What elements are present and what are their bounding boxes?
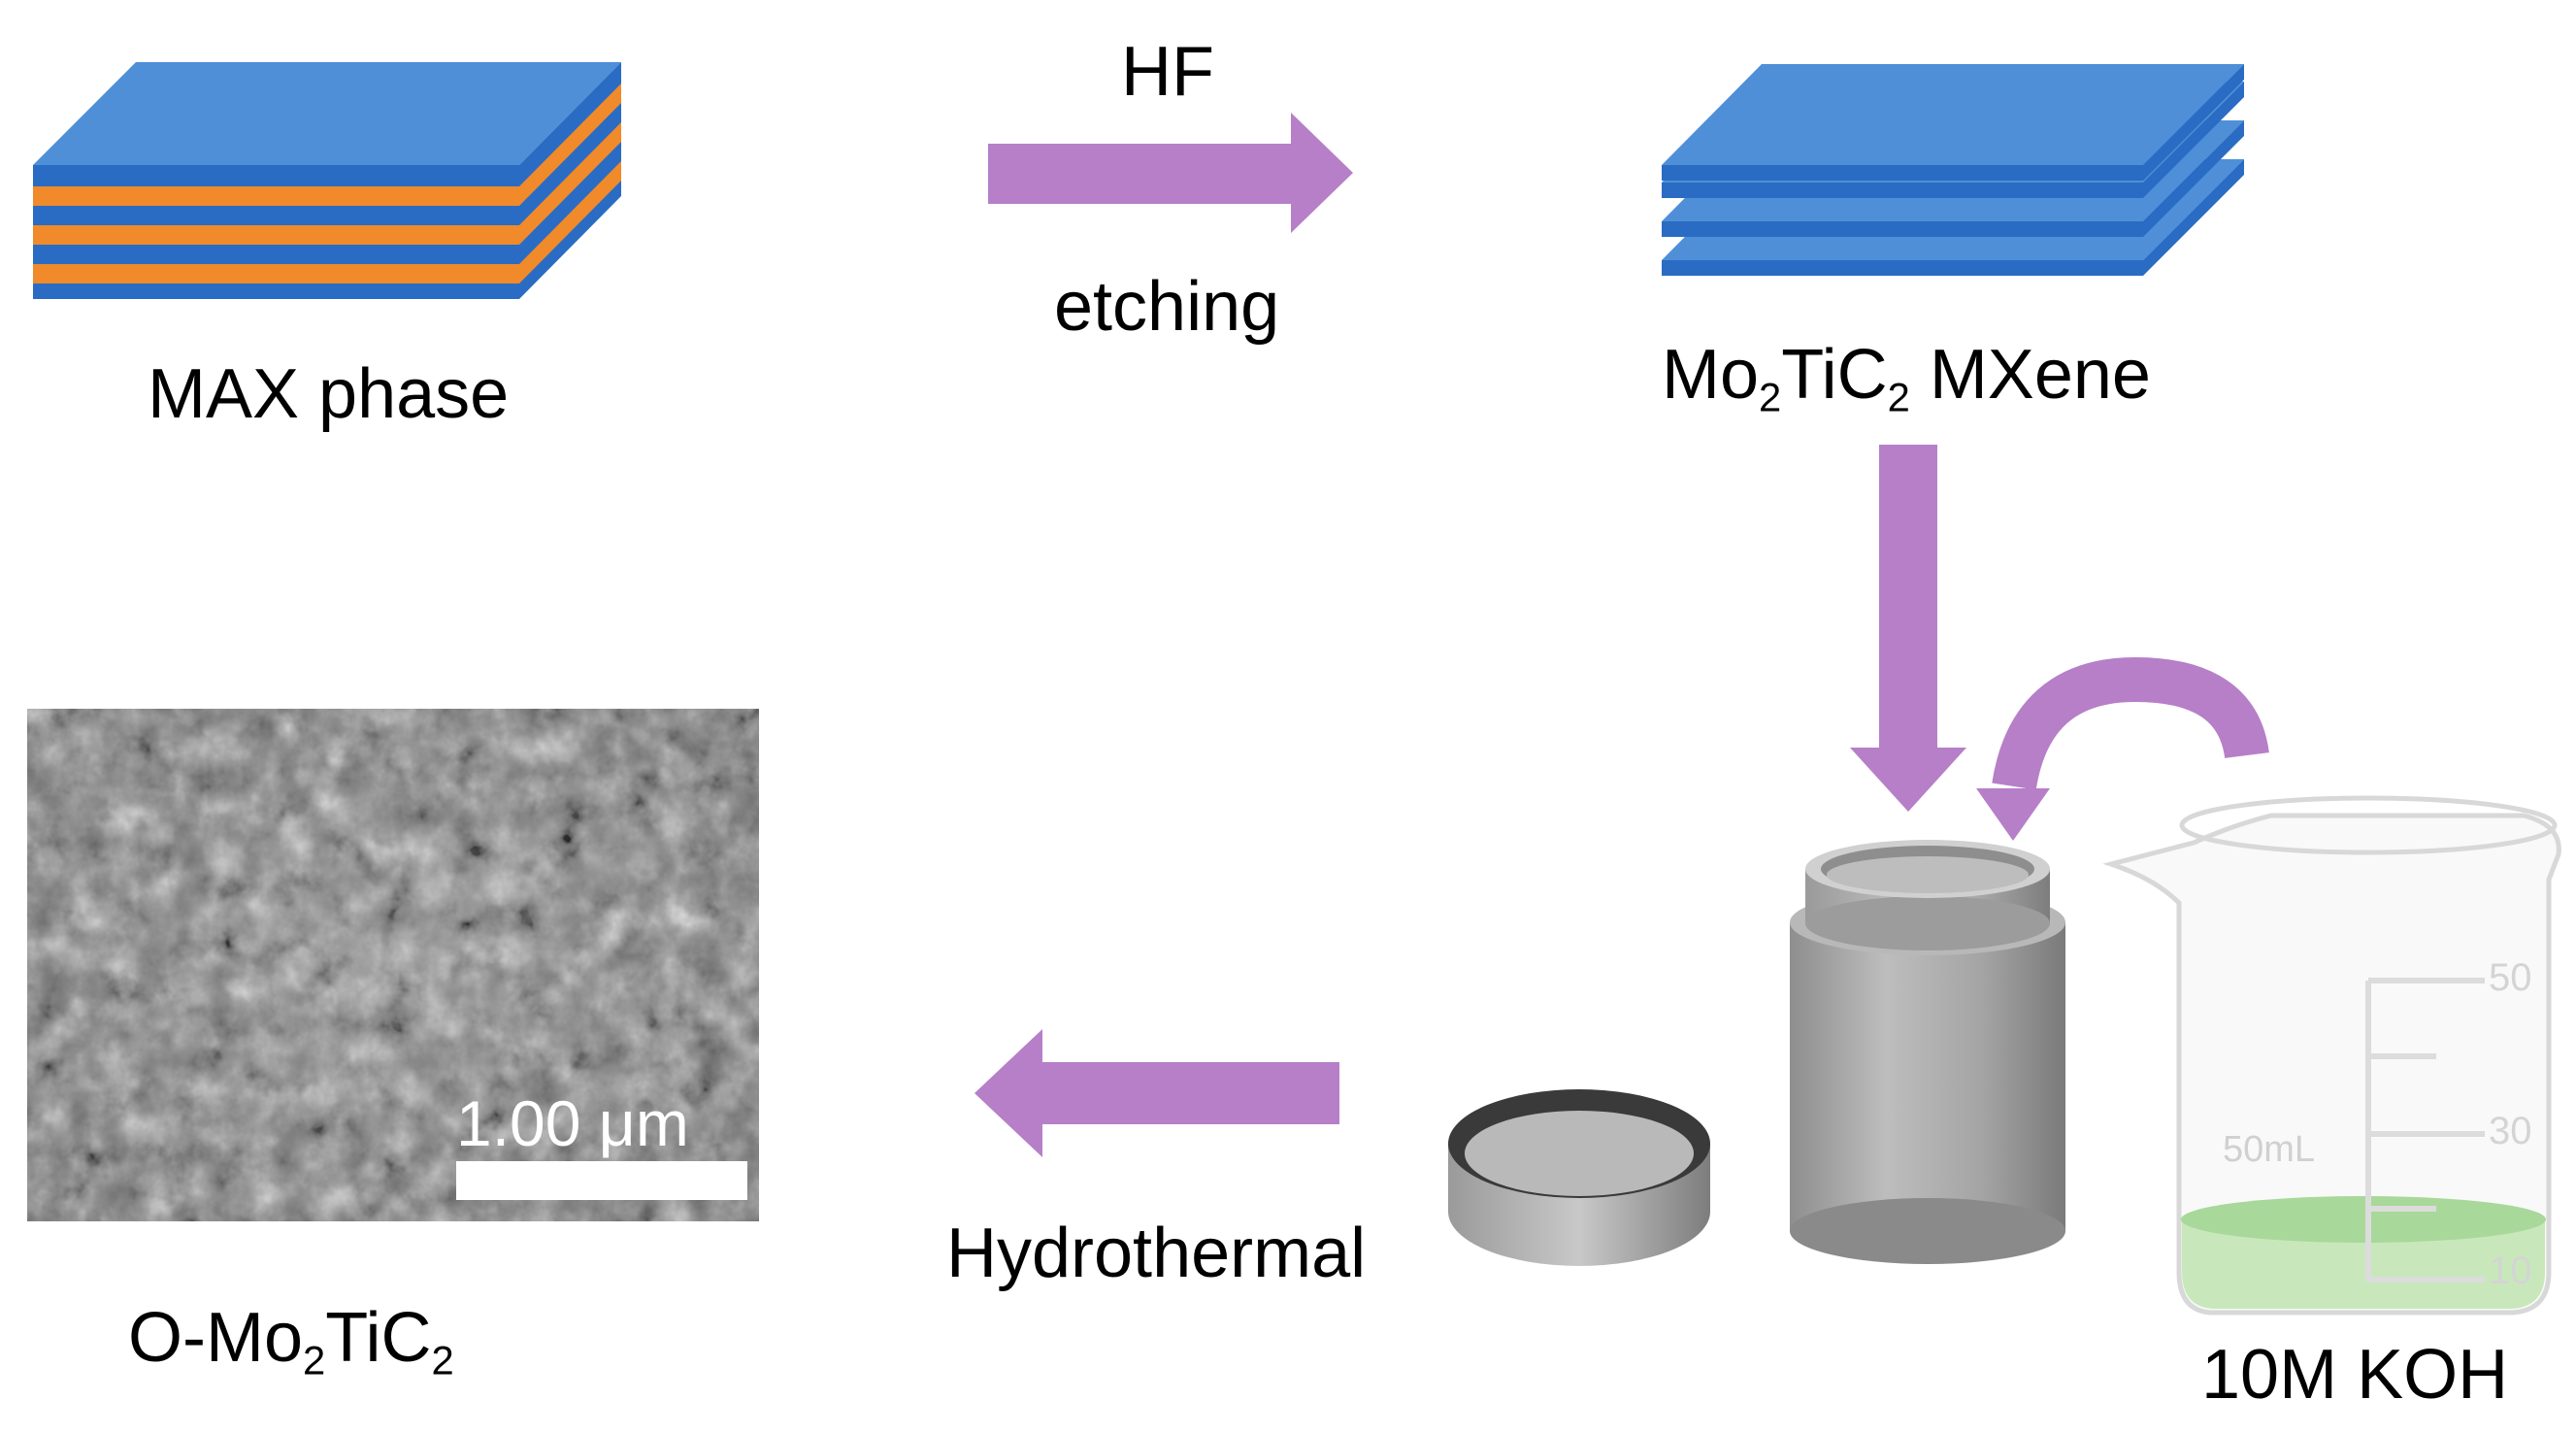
sem-scale-bar xyxy=(456,1161,747,1200)
hf-text: HF xyxy=(1121,33,1214,111)
curved-arrow xyxy=(1976,656,2269,841)
mxene-suffix: MXene xyxy=(1909,336,2151,414)
autoclave-liner xyxy=(1790,840,2065,1264)
sem-scale-label: 1.00 μm xyxy=(456,1087,689,1159)
beaker-tick-30: 30 xyxy=(2489,1110,2532,1152)
mxene-mo: Mo xyxy=(1662,336,1760,414)
etching-label: etching xyxy=(1054,272,1279,342)
hf-label: HF xyxy=(1121,37,1214,107)
mxene-sub-2: 2 xyxy=(1887,374,1910,420)
product-prefix: O-Mo xyxy=(128,1299,303,1377)
max-phase-text: MAX phase xyxy=(148,355,510,433)
etching-text: etching xyxy=(1054,268,1280,346)
etching-arrow xyxy=(988,113,1353,233)
product-label: O-Mo2TiC2 xyxy=(128,1303,454,1381)
mxene-label: Mo2TiC2 MXene xyxy=(1662,340,2151,417)
max-phase-stack xyxy=(33,62,621,299)
mxene-stack xyxy=(1662,64,2244,276)
hydrothermal-label: Hydrothermal xyxy=(946,1218,1366,1288)
beaker-tick-50: 50 xyxy=(2489,956,2532,999)
product-sub-1: 2 xyxy=(303,1337,326,1383)
beaker: 50 30 10 50mL xyxy=(2102,795,2561,1316)
product-sub-2: 2 xyxy=(431,1337,454,1383)
mxene-tic: TiC xyxy=(1781,336,1888,414)
down-arrow xyxy=(1850,445,1966,812)
autoclave-lid xyxy=(1448,1089,1710,1266)
beaker-tick-10: 10 xyxy=(2489,1250,2532,1292)
mxene-sub-1: 2 xyxy=(1759,374,1782,420)
max-phase-label: MAX phase xyxy=(148,359,509,429)
hydrothermal-text: Hydrothermal xyxy=(946,1215,1367,1292)
koh-label: 10M KOH xyxy=(2201,1340,2508,1410)
beaker-volume-label: 50mL xyxy=(2223,1129,2315,1170)
sem-image: 1.00 μm xyxy=(27,709,759,1221)
product-tic: TiC xyxy=(325,1299,432,1377)
koh-text: 10M KOH xyxy=(2201,1336,2509,1414)
hydrothermal-arrow xyxy=(974,1029,1339,1157)
